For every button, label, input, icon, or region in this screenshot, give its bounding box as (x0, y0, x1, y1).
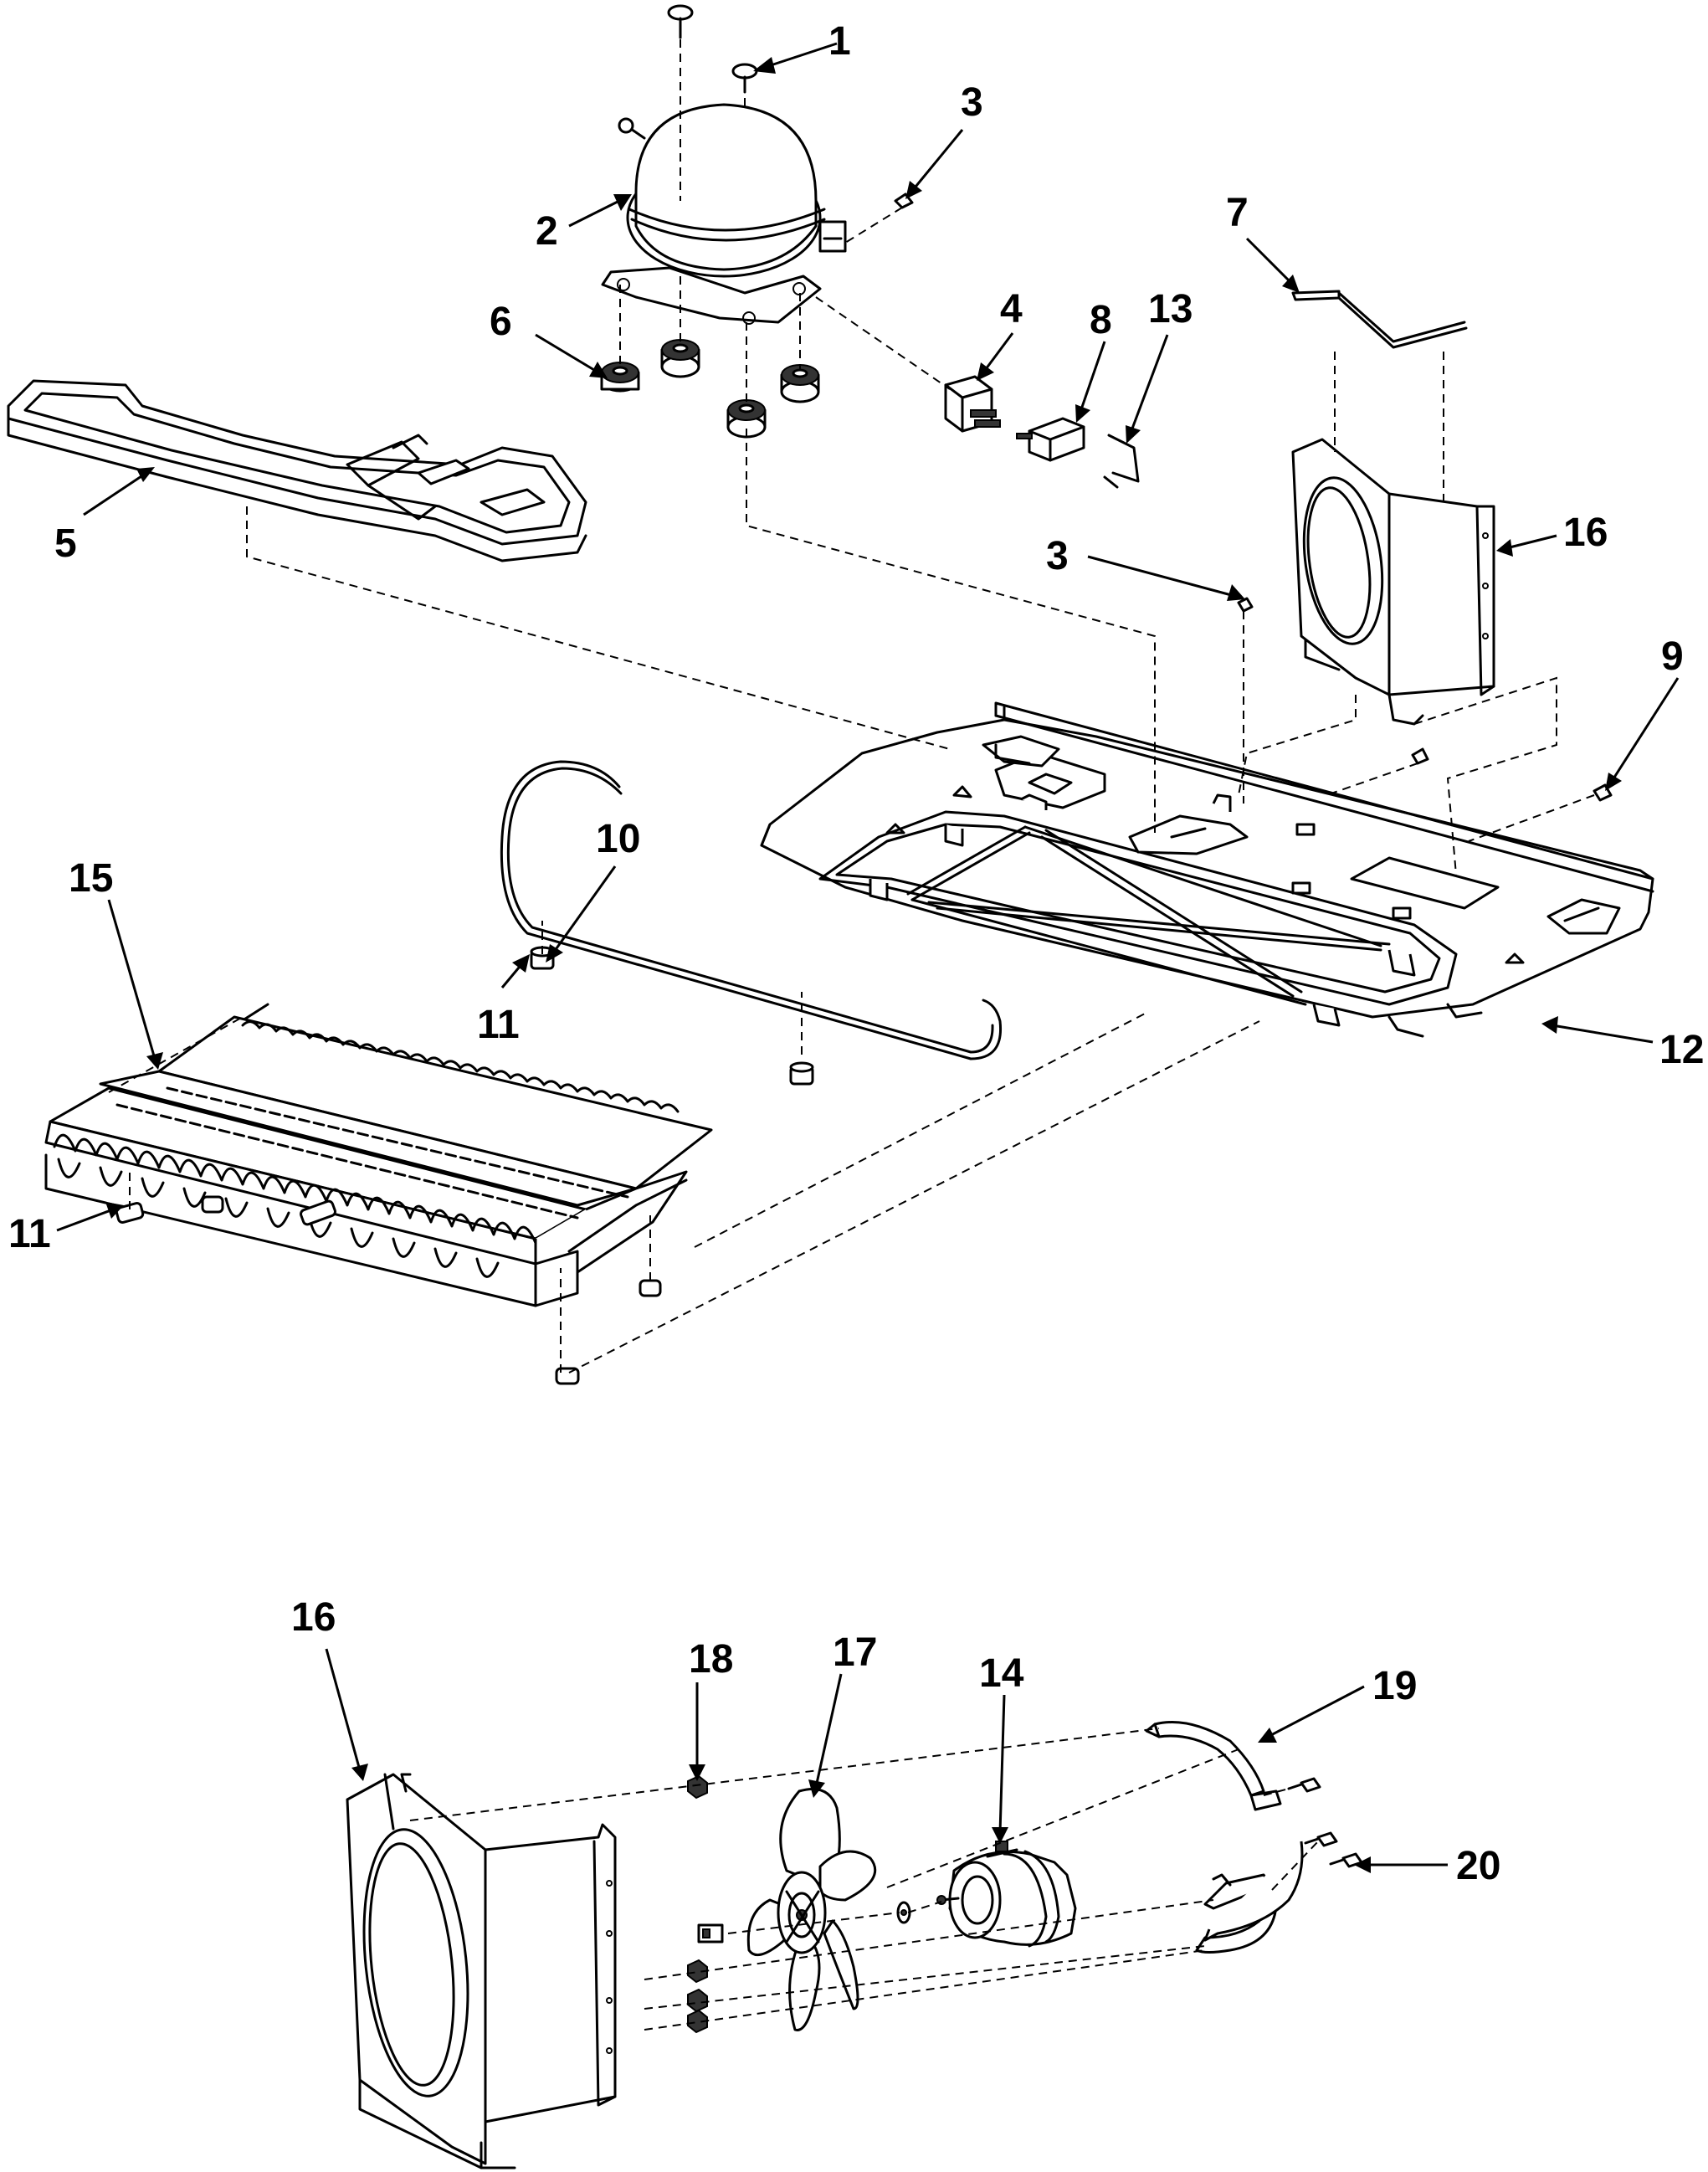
screw-top-left (667, 4, 694, 39)
drain-pan (7, 379, 587, 562)
motor-bracket-lower (1195, 1841, 1304, 1954)
callout-20: 20 (1456, 1844, 1500, 1888)
callout-3a: 3 (961, 80, 983, 125)
grommet-c (780, 364, 820, 403)
callout-19: 19 (1372, 1664, 1417, 1708)
callout-13: 13 (1148, 287, 1193, 331)
callout-2: 2 (536, 209, 558, 254)
callout-1: 1 (828, 19, 851, 64)
compressor (601, 103, 847, 325)
callout-10: 10 (596, 817, 640, 861)
callout-5: 5 (54, 521, 77, 566)
callout-16b: 16 (291, 1595, 336, 1640)
screw-bracket-upper (1287, 1777, 1321, 1793)
washer (896, 1901, 911, 1924)
refrigerant-tube (500, 760, 1003, 1060)
callout-14: 14 (979, 1651, 1024, 1696)
lower-dash-lines (409, 1728, 1319, 2031)
screw-plate (1411, 747, 1429, 765)
spacer-lower-2 (201, 1195, 224, 1214)
fan-shroud-bottom (346, 1773, 617, 2169)
overload (1016, 417, 1085, 462)
evaporator-coil (44, 1003, 713, 1307)
callout-11a: 11 (477, 1003, 520, 1047)
spacer-lower-1 (115, 1202, 145, 1224)
callout-15: 15 (69, 856, 113, 901)
callout-labels: 1 2 3 3 4 5 6 7 8 9 10 11 11 12 13 14 15… (8, 19, 1704, 1888)
screw-9 (1593, 783, 1613, 802)
assembly-dash-lines (108, 25, 1595, 1374)
base-plate (760, 701, 1654, 1038)
callout-11b: 11 (8, 1212, 51, 1256)
motor-bracket-upper (1145, 1721, 1282, 1811)
screw-3-b (1237, 597, 1254, 613)
callout-9: 9 (1661, 634, 1684, 679)
spacer-lower-3 (300, 1199, 336, 1226)
nut-b (687, 1959, 708, 1984)
callout-17: 17 (833, 1630, 877, 1675)
callout-leaders (56, 42, 1680, 1873)
callout-6: 6 (490, 300, 512, 344)
shroud-bracket (1291, 290, 1468, 349)
callout-7: 7 (1226, 191, 1249, 235)
nut-d (687, 2009, 708, 2034)
fan-blade (746, 1788, 877, 2031)
screw-20-a (1304, 1831, 1338, 1847)
callout-12: 12 (1659, 1028, 1704, 1072)
spacer-upper-mid (789, 1061, 814, 1086)
grommet-a (600, 362, 640, 393)
spacer-lower-5 (555, 1367, 580, 1385)
callout-4: 4 (1000, 287, 1023, 331)
callout-8: 8 (1090, 298, 1112, 342)
relay (944, 375, 1001, 433)
screw-3-a (894, 193, 914, 209)
callout-3b: 3 (1046, 534, 1069, 578)
nut-c (687, 1988, 708, 2013)
fan-shroud-top (1291, 438, 1495, 726)
callout-18: 18 (689, 1637, 733, 1682)
grommet-b (660, 339, 700, 378)
callout-16a: 16 (1563, 511, 1608, 555)
wire-clip (1103, 434, 1140, 489)
fan-clip (697, 1923, 724, 1944)
fan-motor (936, 1841, 1077, 1948)
spacer-lower-4 (639, 1279, 662, 1297)
